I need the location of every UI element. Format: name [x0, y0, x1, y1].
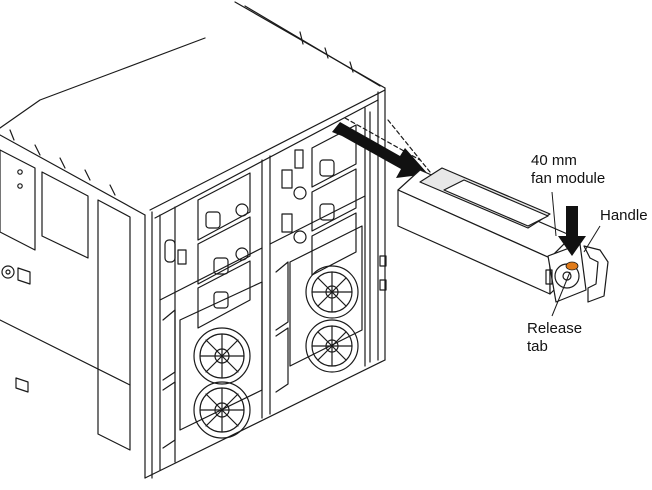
- fan-module-left-lower: [193, 381, 251, 439]
- callout-fan-module-line2: fan module: [531, 170, 606, 187]
- bay-handles: [162, 149, 304, 449]
- callout-handle: Handle: [600, 207, 648, 224]
- upper-modules-right: [281, 124, 357, 276]
- callout-release-line2: tab: [527, 338, 548, 355]
- upper-modules-left: [197, 172, 251, 329]
- fan-module-right-lower: [305, 319, 359, 373]
- removal-arrow: [332, 122, 428, 178]
- guide-line: [387, 119, 431, 173]
- fan-module-right-upper: [289, 225, 363, 367]
- callout-release-line1: Release: [527, 320, 583, 337]
- release-tab: [565, 261, 579, 271]
- chassis-right-rail: [369, 111, 387, 363]
- fan-module-40mm: [397, 167, 609, 303]
- callout-fan-module-line1: 40 mm: [531, 152, 577, 169]
- press-arrow: [558, 206, 586, 256]
- fan-module-left-upper: [179, 281, 263, 431]
- chassis-outline: [0, 1, 386, 479]
- leader-lines: [551, 191, 601, 317]
- side-panel: [0, 149, 131, 451]
